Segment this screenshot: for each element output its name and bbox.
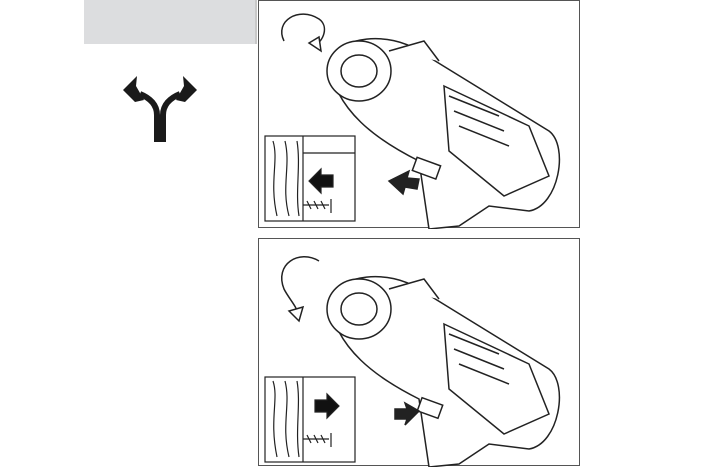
drill-drawing xyxy=(326,276,561,467)
drill-drawing xyxy=(326,38,561,229)
illustration-panel-forward xyxy=(258,238,580,467)
illustration-panel-reverse xyxy=(258,0,580,229)
screw-out-inset xyxy=(264,135,356,222)
clockwise-rotation-icon xyxy=(281,13,326,53)
fork-arrow-icon xyxy=(123,76,197,142)
screw-in-inset xyxy=(264,376,356,463)
counterclockwise-rotation-icon xyxy=(281,256,320,323)
divider xyxy=(255,0,257,44)
header-band xyxy=(84,0,255,44)
